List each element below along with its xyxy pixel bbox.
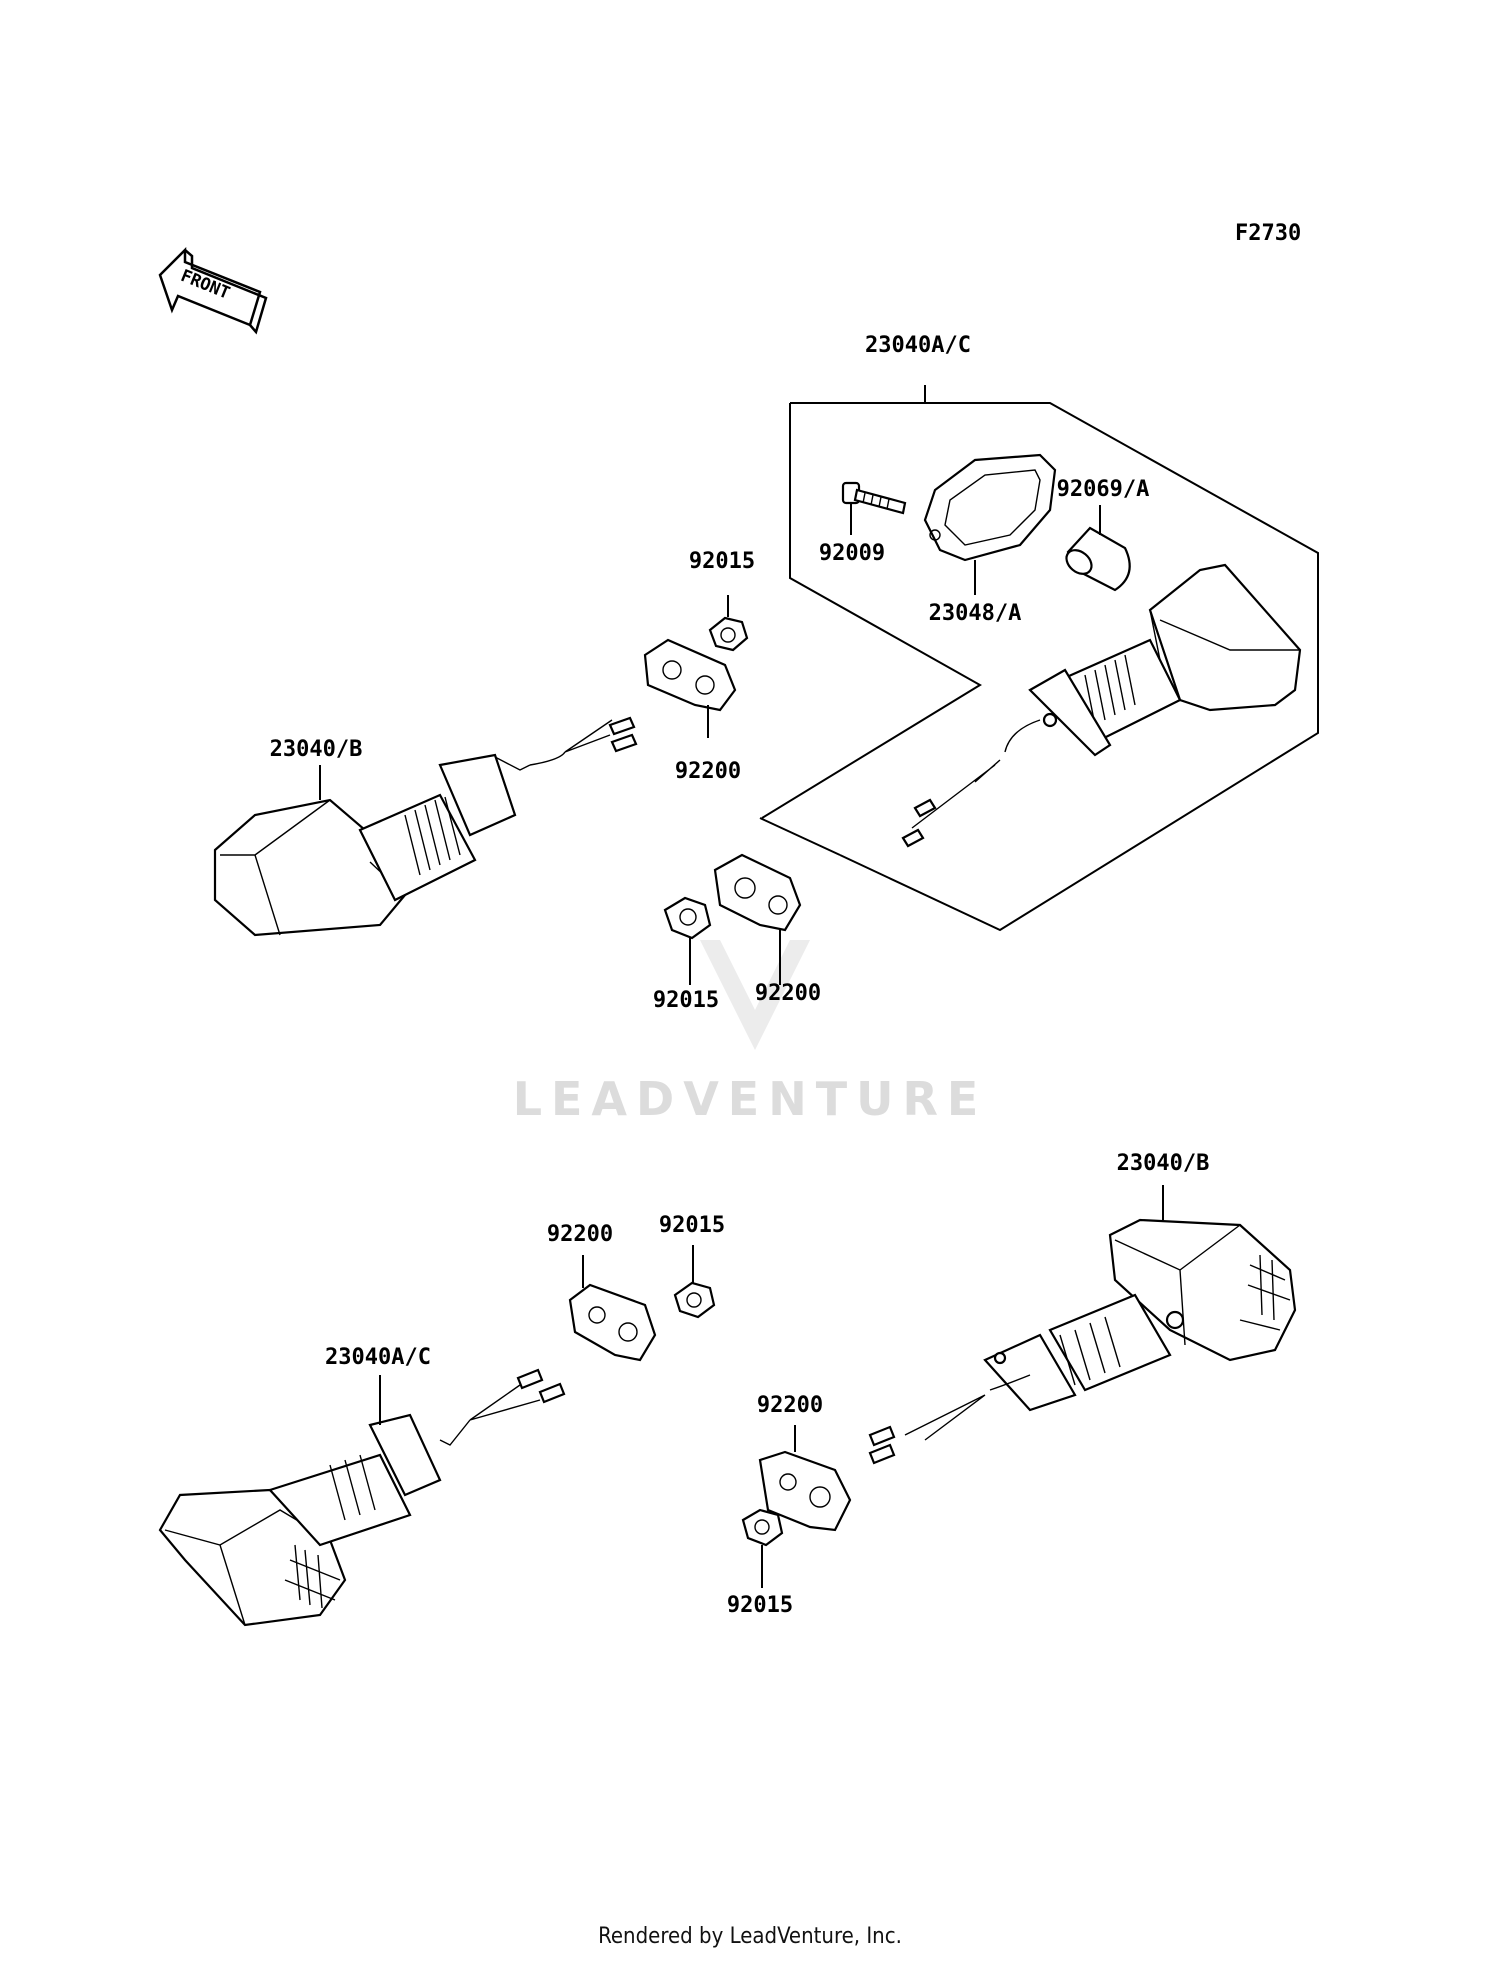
plate-92200-d [758,1425,852,1532]
bulb-92069A [1065,505,1131,592]
callout-23040B-right: 23040/B [1117,1151,1210,1176]
assembly-bracket [759,385,1319,932]
callout-92015-b: 92015 [653,988,719,1013]
watermark: LEADVENTURE [513,940,988,1126]
callout-92200-d: 92200 [757,1393,823,1418]
turn-signal-right-lower [868,1185,1297,1465]
callout-23048A: 23048/A [929,601,1022,626]
callout-92015-d: 92015 [727,1593,793,1618]
nut-92015-c [673,1245,716,1319]
bezel-23048A [923,453,1057,562]
turn-signal-right-upper [901,563,1302,848]
watermark-text: LEADVENTURE [513,1072,988,1126]
screw-92009 [841,481,907,535]
nut-92015-a [708,595,749,652]
callout-92015-c: 92015 [659,1213,725,1238]
nut-92015-d [741,1508,784,1588]
callout-92069A: 92069/A [1057,477,1150,502]
figure-code: F2730 [1235,221,1301,246]
callout-23040B-left: 23040/B [270,737,363,762]
footer-credit: Rendered by LeadVenture, Inc. [598,1924,902,1949]
callout-92015-a: 92015 [689,549,755,574]
turn-signal-left-lower [158,1368,566,1627]
turn-signal-left-upper [213,716,638,937]
plate-92200-a [643,638,737,738]
callout-92200-a: 92200 [675,759,741,784]
plate-92200-c [568,1255,657,1362]
nut-92015-b [663,896,712,985]
plate-92200-b [713,853,802,985]
callout-23040AC-bottom: 23040A/C [325,1345,431,1370]
callout-92009: 92009 [819,541,885,566]
callout-92200-b: 92200 [755,981,821,1006]
callout-92200-c: 92200 [547,1222,613,1247]
callout-23040AC-top: 23040A/C [865,333,971,358]
front-arrow-icon: FRONT [158,246,268,335]
